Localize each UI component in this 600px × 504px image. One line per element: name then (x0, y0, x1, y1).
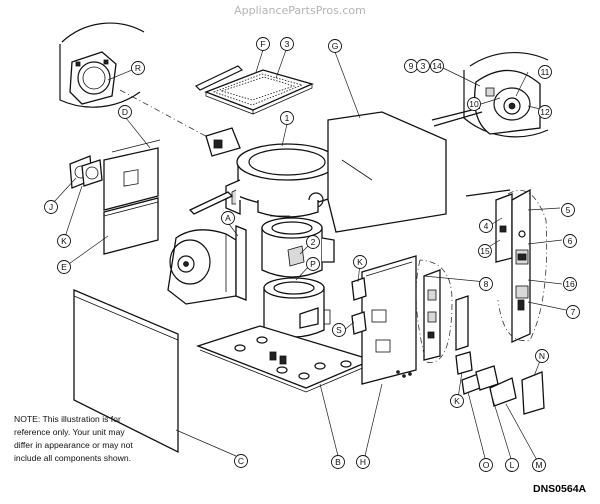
heat-exchanger-top (225, 143, 338, 218)
callout-S: S (332, 323, 346, 337)
note-line-2: reference only. Your unit may (14, 427, 125, 437)
watermark: AppliancePartsPros.com (234, 4, 366, 17)
callout-E: E (57, 260, 71, 274)
callout-J: J (44, 200, 58, 214)
svg-text:K: K (61, 236, 67, 246)
svg-text:7: 7 (571, 307, 576, 317)
callout-3: 3 (280, 37, 294, 51)
svg-text:16: 16 (565, 279, 575, 289)
air-filter (204, 69, 314, 115)
svg-text:15: 15 (480, 246, 490, 256)
leader-lines (53, 49, 567, 463)
svg-text:6: 6 (568, 236, 573, 246)
filter-rack (194, 65, 244, 91)
side-panel-large (73, 289, 179, 454)
callout-4: 4 (479, 219, 493, 233)
callout-M: M (532, 458, 546, 472)
burner-assembly (261, 217, 335, 278)
svg-text:O: O (483, 460, 490, 470)
front-panel-lower (361, 255, 417, 385)
inducer-blower (431, 52, 549, 138)
control-panel (465, 188, 548, 344)
svg-text:R: R (135, 63, 141, 73)
svg-text:H: H (360, 457, 366, 467)
callout-R: R (131, 61, 145, 75)
callout-12: 12 (538, 105, 552, 119)
flue-collar (205, 127, 241, 157)
svg-text:K: K (357, 257, 363, 267)
svg-text:5: 5 (566, 205, 571, 215)
callout-2: 2 (306, 235, 320, 249)
callout-10: 10 (467, 97, 481, 111)
callout-D: D (118, 105, 132, 119)
callout-G: G (328, 39, 342, 53)
callout-L: L (505, 458, 519, 472)
callout-11: 11 (538, 65, 552, 79)
svg-text:B: B (335, 457, 341, 467)
svg-text:P: P (310, 259, 316, 269)
svg-text:14: 14 (432, 61, 442, 71)
svg-text:9: 9 (409, 61, 414, 71)
svg-text:8: 8 (484, 279, 489, 289)
callout-H: H (356, 455, 370, 469)
callout-B: B (331, 455, 345, 469)
svg-text:3: 3 (421, 61, 426, 71)
svg-text:K: K (454, 396, 460, 406)
note-line-4: include all components shown. (14, 453, 132, 463)
svg-text:C: C (238, 456, 244, 466)
callout-14: 14 (430, 59, 444, 73)
svg-text:L: L (510, 460, 515, 470)
combustion-chamber (263, 277, 331, 338)
callout-9: 9 (404, 59, 418, 73)
callout-1: 1 (280, 111, 294, 125)
callout-3b: 3 (416, 59, 430, 73)
svg-text:A: A (225, 213, 231, 223)
side-panel-upper (103, 147, 159, 211)
svg-text:1: 1 (285, 113, 290, 123)
svg-text:M: M (535, 460, 542, 470)
callout-F: F (256, 37, 270, 51)
svg-text:11: 11 (541, 67, 550, 77)
svg-text:4: 4 (484, 221, 489, 231)
callout-K-front: K (353, 255, 367, 269)
svg-text:E: E (61, 262, 67, 272)
callout-8: 8 (479, 277, 493, 291)
diagram-code: DNS0564A (533, 483, 587, 495)
note-line-3: differ in appearance or may not (14, 440, 133, 450)
note-line-1: NOTE: This illustration is for (14, 414, 121, 424)
svg-text:S: S (336, 325, 342, 335)
svg-text:10: 10 (469, 99, 479, 109)
control-board-rail (415, 259, 453, 363)
svg-text:G: G (332, 41, 339, 51)
base-pan (196, 325, 374, 393)
callout-K-small: K (450, 394, 464, 408)
svg-text:J: J (49, 202, 53, 212)
svg-text:F: F (260, 39, 265, 49)
svg-text:12: 12 (540, 107, 550, 117)
callout-5: 5 (561, 203, 575, 217)
callout-6: 6 (563, 234, 577, 248)
callout-A: A (221, 211, 235, 225)
gasket-r-inset (59, 22, 145, 108)
svg-text:3: 3 (285, 39, 290, 49)
svg-text:D: D (122, 107, 128, 117)
svg-text:2: 2 (311, 237, 316, 247)
callout-15: 15 (478, 244, 492, 258)
disclaimer-note: NOTE: This illustration is for reference… (14, 413, 144, 465)
callout-C: C (234, 454, 248, 468)
callout-P: P (306, 257, 320, 271)
front-panel-upper (327, 111, 447, 233)
callout-K-left: K (57, 234, 71, 248)
small-parts (455, 295, 545, 415)
callout-N: N (535, 349, 549, 363)
gasket-j (69, 155, 103, 189)
callout-7: 7 (566, 305, 580, 319)
side-panel-lower (103, 197, 159, 255)
svg-text:N: N (539, 351, 545, 361)
callout-O: O (479, 458, 493, 472)
gasket-k-front (351, 277, 367, 335)
callout-16: 16 (563, 277, 577, 291)
blower-assembly (167, 225, 247, 305)
